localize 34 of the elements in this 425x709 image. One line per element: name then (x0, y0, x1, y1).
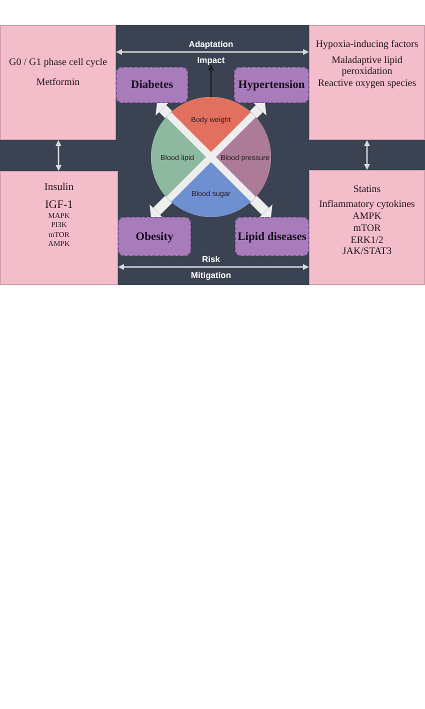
info-box (309, 170, 425, 285)
info-box (0, 171, 118, 285)
item-text: Reactive oxygen species (318, 78, 416, 89)
double-arrow (116, 49, 309, 55)
disease-box: Diabetes (116, 67, 188, 103)
double-arrow (118, 264, 309, 270)
item-text: JAK/STAT3 (342, 246, 392, 258)
disease-box: Obesity (118, 217, 191, 256)
arrow (250, 102, 266, 118)
arrow (156, 102, 172, 118)
item-text: Maladaptive lipid peroxidation (330, 54, 404, 78)
item-text: Inflammatory cytokines (319, 199, 415, 210)
info-box (309, 25, 425, 140)
disease-box: Lipid diseases (235, 217, 309, 256)
arrow (150, 196, 172, 218)
item-text: AMPK (352, 211, 382, 222)
disease-box: Hypertension (234, 67, 309, 103)
info-box (0, 25, 116, 140)
double-arrow (55, 140, 62, 171)
item-text: Statins (353, 184, 381, 196)
item-text: Metformin (36, 77, 80, 88)
item-text: Hypoxia-inducing factors (316, 39, 418, 50)
item-text: mTOR (353, 222, 381, 234)
direction-label: Risk (202, 254, 220, 264)
arrow (250, 196, 272, 218)
item-text: Insulin (44, 182, 74, 194)
double-arrow (364, 140, 370, 170)
arrow (208, 64, 214, 97)
direction-label: Impact (197, 56, 225, 64)
item-text: G0 / G1 phase cell cycle (8, 57, 108, 68)
item-text: ERK1/2 (350, 234, 384, 246)
direction-label: Adaptation (188, 40, 234, 48)
item-text: IGF-1 (44, 199, 74, 212)
direction-label: Mitigation (190, 270, 232, 280)
